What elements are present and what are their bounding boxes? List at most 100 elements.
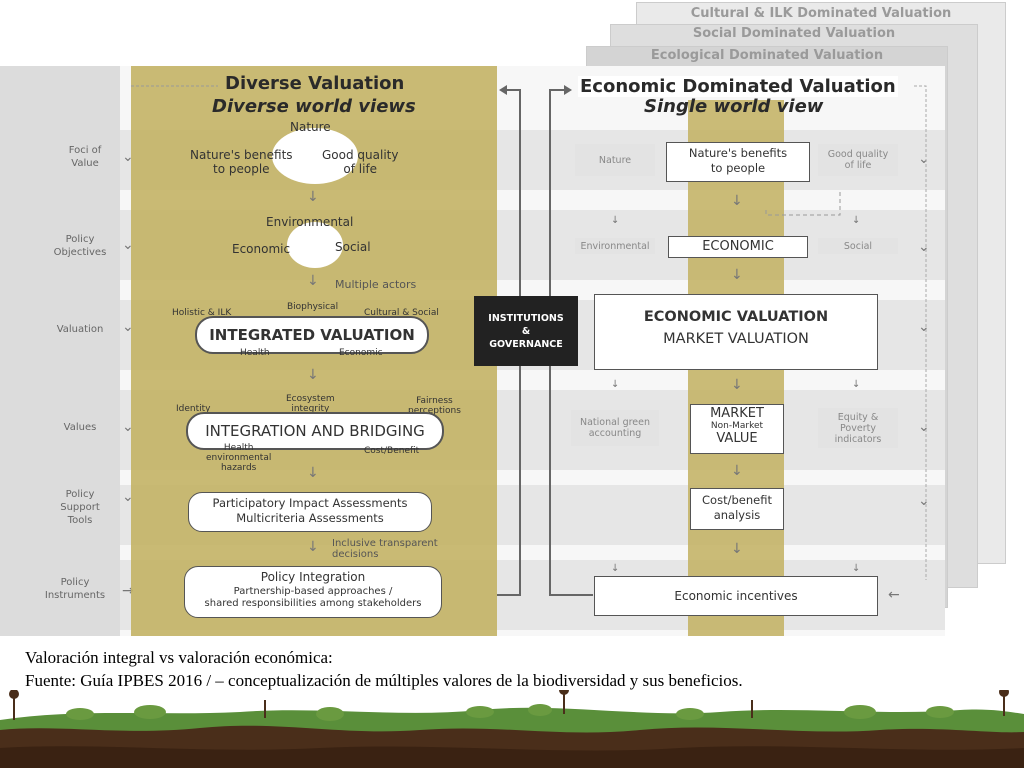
econ-arrow-2: ↓ [731,267,743,283]
institutions-label: INSTITUTIONS & GOVERNANCE [488,312,564,350]
integration-bridging-pill: INTEGRATION AND BRIDGING [186,412,444,450]
right-chevron-4: ⌄ [918,419,930,435]
econ-equity: Equity & Poverty indicators [818,408,898,448]
assessments-label: Participatory Impact Assessments Multicr… [212,496,408,525]
caption-line-1: Valoración integral vs valoración económ… [25,648,333,667]
row-chevron-1: ⌄ [122,149,134,165]
policy-integration-sub: Partnership-based approaches / shared re… [204,586,422,609]
diverse-cost-benefit: Cost/Benefit [364,446,420,456]
environment-circle [287,222,343,268]
econ-value-label: VALUE [716,431,758,446]
econ-incentives-label: Economic incentives [674,589,798,603]
integration-bridging-label: INTEGRATION AND BRIDGING [205,422,425,440]
row-chevron-6: → [122,583,134,599]
stack-ecological-title: Ecological Dominated Valuation [650,48,884,63]
econ-dash-arrow-1a: ↓ [611,215,620,226]
row-chevron-4: ⌄ [122,419,134,435]
row-chevron-3: ⌄ [122,319,134,335]
diverse-identity: Identity [176,404,211,414]
right-chevron-2: ⌄ [918,239,930,255]
integrated-valuation-label: INTEGRATED VALUATION [209,326,415,344]
row-label-instruments: Policy Instruments [44,577,106,601]
diverse-environmental: Environmental [266,215,354,229]
econ-quality: Good quality of life [818,144,898,176]
econ-environmental: Environmental [575,238,655,254]
policy-integration-box: Policy Integration Partnership-based app… [184,566,442,618]
econ-economic-box: ECONOMIC [668,236,808,258]
right-chevron-3: ⌄ [918,319,930,335]
econ-benefits-box: Nature's benefits to people [666,142,810,182]
econ-nature: Nature [575,144,655,176]
down-arrow-3: ↓ [307,367,319,383]
econ-left-arrow: ← [888,587,900,603]
econ-valuation-label-1: ECONOMIC VALUATION [643,309,829,325]
economic-title: Economic Dominated Valuation [578,76,898,97]
down-arrow-5: ↓ [307,539,319,555]
diverse-title: Diverse Valuation [225,73,405,94]
econ-quality-label: Good quality of life [827,149,889,171]
diverse-multiple-actors: Multiple actors [335,278,417,291]
econ-dash-arrow-3a: ↓ [611,379,620,390]
diverse-benefits: Nature's benefits to people [190,148,293,176]
econ-market-label: MARKET [710,406,764,421]
right-chevron-1: ⌄ [918,151,930,167]
row-chevron-2: ⌄ [122,237,134,253]
row-chevron-5: ⌄ [122,489,134,505]
diverse-subtitle: Diverse world views [212,96,416,117]
diverse-health-env: Health environmental hazards [206,443,272,473]
econ-arrow-3: ↓ [731,377,743,393]
down-arrow-2: ↓ [307,273,319,289]
econ-arrow-4: ↓ [731,463,743,479]
diverse-quality: Good quality of life [322,148,399,176]
econ-dash-arrow-5b: ↓ [852,563,861,574]
row-label-values: Values [63,422,97,433]
down-arrow-1: ↓ [307,189,319,205]
econ-arrow-1: ↓ [731,193,743,209]
econ-market-box: MARKET Non-Market VALUE [690,404,784,454]
econ-valuation-label-2: MARKET VALUATION [663,331,809,347]
econ-social-label: Social [843,240,873,252]
row-label-tools: Policy Support Tools [60,489,100,526]
econ-economic-label: ECONOMIC [702,239,774,254]
diverse-economic: Economic [232,242,291,256]
assessments-box: Participatory Impact Assessments Multicr… [188,492,432,532]
econ-social: Social [818,238,898,254]
econ-cba-label: Cost/benefit analysis [702,493,772,522]
diverse-inclusive: Inclusive transparent decisions [332,538,438,560]
econ-dash-arrow-1b: ↓ [852,215,861,226]
econ-valuation-box: ECONOMIC VALUATION MARKET VALUATION [594,294,878,370]
row-label-foci: Foci of Value [68,145,102,169]
nature-circle [272,128,358,184]
diverse-fairness: Fairness perceptions [408,396,461,416]
down-arrow-4: ↓ [307,465,319,481]
stack-cultural-title: Cultural & ILK Dominated Valuation [690,6,952,21]
diverse-economic-2: Economic [339,348,383,358]
integrated-valuation-pill: INTEGRATED VALUATION [195,316,429,354]
diverse-social: Social [335,240,371,254]
econ-national-label: National green accounting [579,417,651,439]
econ-equity-label: Equity & Poverty indicators [834,411,882,445]
landscape-footer [0,690,1024,768]
stack-social-title: Social Dominated Valuation [692,26,896,41]
econ-cba-box: Cost/benefit analysis [690,488,784,530]
caption-line-2: Fuente: Guía IPBES 2016 / – conceptualiz… [25,671,743,690]
label-column [0,66,120,636]
diverse-ecosystem: Ecosystem integrity [286,394,335,414]
econ-non-market-label: Non-Market [710,421,764,431]
right-chevron-5: ⌄ [918,493,930,509]
policy-integration-title: Policy Integration [260,570,366,584]
econ-incentives-box: Economic incentives [594,576,878,616]
econ-environmental-label: Environmental [580,240,650,252]
row-label-policy-objectives: Policy Objectives [53,234,107,258]
diverse-health: Health [240,348,270,358]
diverse-nature: Nature [290,120,331,134]
row-label-valuation: Valuation [56,324,104,335]
diverse-cultural-social: Cultural & Social [364,308,439,318]
economic-subtitle: Single world view [644,96,824,117]
econ-nature-label: Nature [598,154,632,166]
econ-benefits-label: Nature's benefits to people [688,146,788,175]
econ-national: National green accounting [571,410,659,446]
institutions-box: INSTITUTIONS & GOVERNANCE [474,296,578,366]
econ-dash-arrow-5a: ↓ [611,563,620,574]
diverse-biophysical: Biophysical [287,302,339,312]
